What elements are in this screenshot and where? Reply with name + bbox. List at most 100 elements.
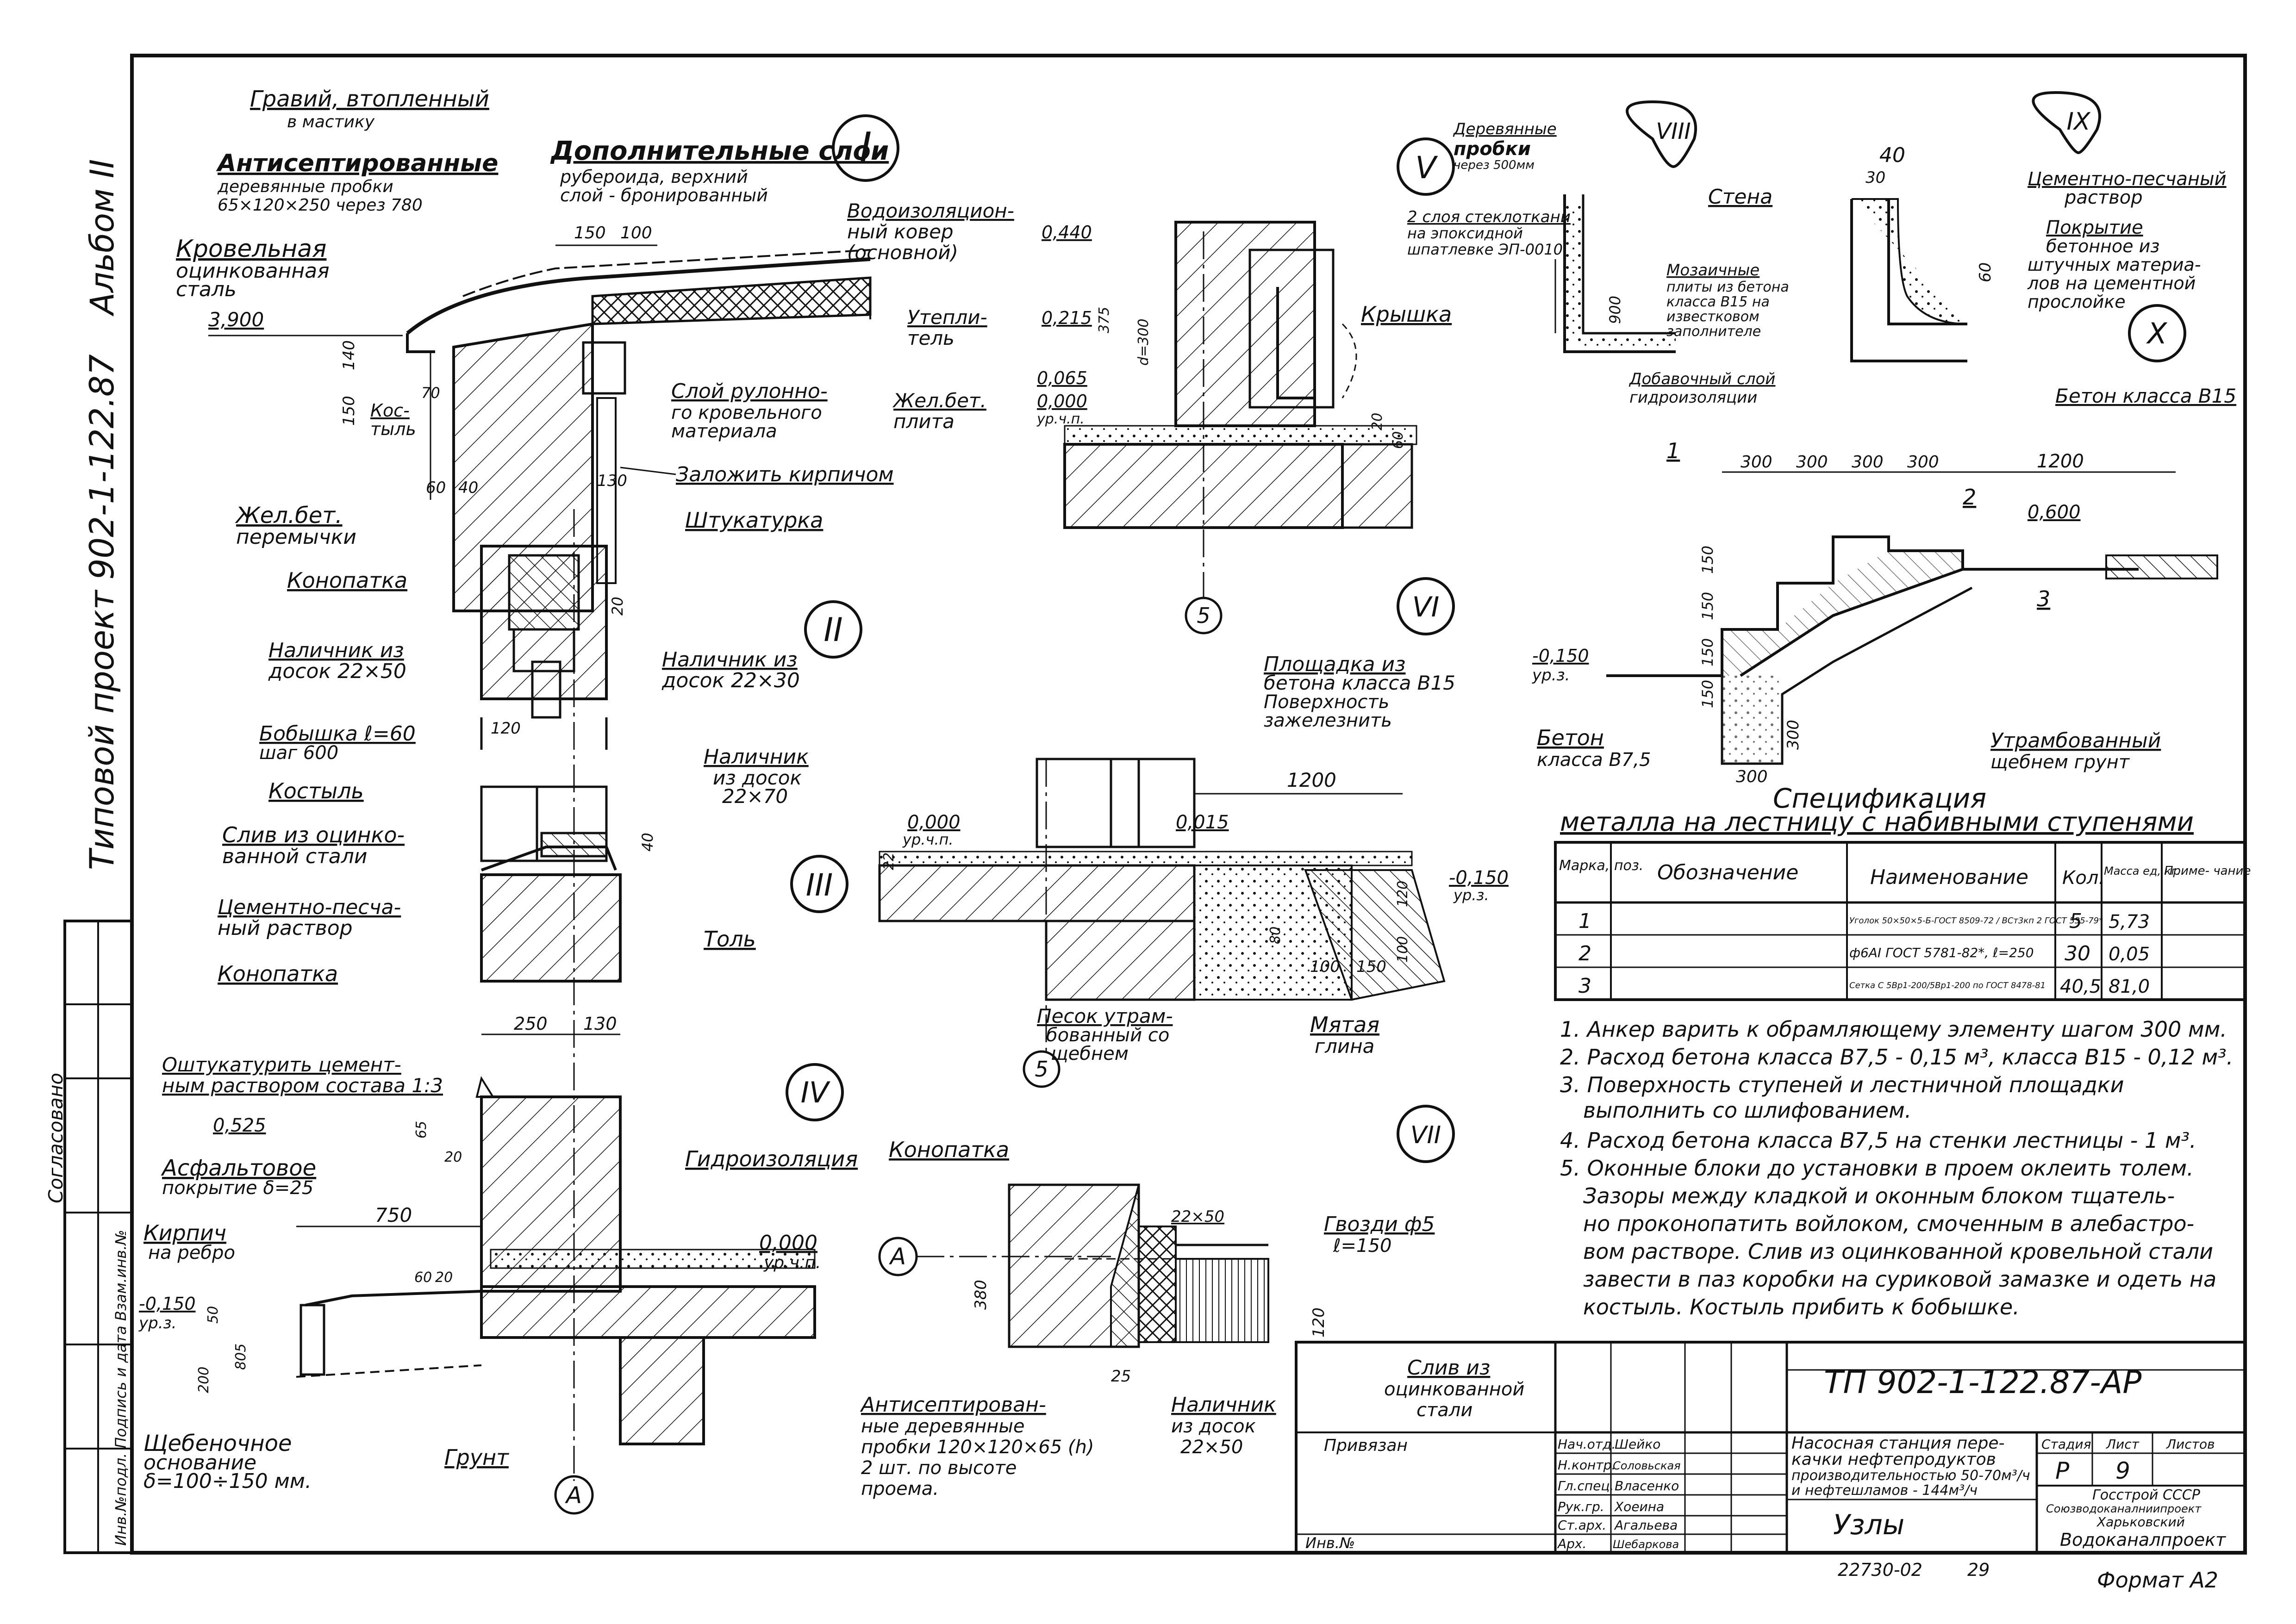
n1-plugs: Антисептированные <box>216 149 498 177</box>
n5-fiber3: шпатлевке ЭП-0010 <box>1407 241 1563 258</box>
n3-mortar: Цементно-песча- <box>218 896 401 919</box>
n2-d120: 120 <box>491 719 521 738</box>
stamp-org-4: Водоканалпроект <box>2060 1530 2227 1550</box>
n5-d20: 20 <box>1369 413 1385 430</box>
n3-boss2: шаг 600 <box>259 742 338 764</box>
stamp-drawing-name: Узлы <box>1833 1509 1904 1541</box>
spec-row2-qty: 30 <box>2065 942 2090 965</box>
n5-d300: d=300 <box>1136 319 1152 366</box>
n4-lvl525: 0,525 <box>213 1115 266 1136</box>
n4-lvl150b: ур.з. <box>138 1314 176 1332</box>
n4-gravel3: δ=100÷150 мм. <box>144 1469 312 1493</box>
n10-d300e: 300 <box>1784 720 1803 750</box>
n10-d300c: 300 <box>1852 453 1884 472</box>
n3-d130: 130 <box>583 1014 617 1034</box>
title-block <box>1295 1341 2246 1554</box>
n4-plaster: Оштукатурить цемент- <box>162 1053 401 1076</box>
n4-gravel2: основание <box>144 1451 256 1475</box>
spec-header-mark: Марка, поз. <box>1559 858 1643 874</box>
n9-d60: 60 <box>1976 262 1995 282</box>
n6-d015: 0,015 <box>1176 812 1229 833</box>
n9-d40: 40 <box>1879 143 1905 167</box>
n1-carpet: Водоизоляцион- <box>847 199 1014 222</box>
footer-number: 22730-02 <box>1838 1560 1922 1580</box>
n7-d25: 25 <box>1111 1367 1131 1386</box>
n8-addlayer: Добавочный слой <box>1628 370 1775 388</box>
n10-ground: Утрамбованный <box>1990 729 2161 753</box>
n1-plugs3: 65×120×250 через 780 <box>218 196 423 215</box>
spec-row3-qty: 40,5 <box>2060 976 2101 997</box>
n8-tiles3: класса В15 на <box>1666 294 1770 310</box>
stamp-org-1: Госстрой СССР <box>2092 1487 2201 1503</box>
stamp-role-5: Ст.арх. <box>1558 1518 1606 1533</box>
n7-drip2: оцинкованной <box>1384 1379 1524 1400</box>
n5-lvl000b: ур.ч.п. <box>1036 411 1085 427</box>
stamp-stage: Р <box>2055 1457 2070 1484</box>
n4-plaster2: ным раствором состава 1:3 <box>162 1074 443 1097</box>
note-4: 4. Расход бетона класса В7,5 на стенки л… <box>1560 1128 2196 1153</box>
stamp-name-4: Хоеина <box>1614 1499 1664 1514</box>
n7-drip: Слив из <box>1407 1356 1490 1380</box>
n10-p3: 3 <box>2037 586 2050 611</box>
n10-concrete: Бетон класса В15 <box>2055 385 2236 407</box>
stamp-inv: Инв.№ <box>1305 1534 1355 1552</box>
spec-row1-name: Уголок 50×50×5-Б-ГОСТ 8509-72 / ВСт3кп 2… <box>1849 916 2103 926</box>
spec-row2-mark: 2 <box>1578 942 1591 965</box>
n3-mortar2: ный раствор <box>218 916 353 940</box>
n1-d40: 40 <box>458 479 478 497</box>
stamp-name-6: Шебаркова <box>1613 1538 1679 1551</box>
axis-marker-a <box>554 1475 594 1515</box>
n9-mortar: Цементно-песчаный <box>2028 168 2227 190</box>
n2-lintels2: перемычки <box>236 525 356 549</box>
note-2: 2. Расход бетона класса В7,5 - 0,15 м³, … <box>1560 1045 2233 1070</box>
n9-cover3: штучных материа- <box>2028 255 2201 275</box>
n3-trim: Наличник <box>704 745 809 769</box>
node-9-marker <box>2032 91 2101 155</box>
note-5b: Зазоры между кладкой и оконным блоком тщ… <box>1583 1183 2175 1208</box>
n1-slab: Жел.бет. <box>892 389 986 412</box>
node-4-label: IV <box>801 1076 831 1109</box>
n3-boss: Бобышка ℓ=60 <box>259 722 416 746</box>
n6-d80: 80 <box>1267 927 1284 944</box>
n3-drip2: ванной стали <box>222 845 367 868</box>
n8-tiles4: известковом <box>1666 309 1759 325</box>
spec-header-designation: Обозначение <box>1657 861 1798 884</box>
node-2-drawing <box>480 545 608 750</box>
n3-trim3: 22×70 <box>722 785 788 808</box>
node-7-label: VII <box>1410 1121 1441 1149</box>
n5-plugs: Деревянные <box>1453 120 1557 138</box>
n10-lvl600: 0,600 <box>2028 502 2081 523</box>
n5-d375: 375 <box>1096 307 1112 333</box>
n1-d130: 130 <box>597 472 627 490</box>
node-8-drawing <box>1554 194 1676 353</box>
n1-insul: Утепли- <box>907 306 987 329</box>
node-1-label: I <box>860 124 872 172</box>
node-5-drawing <box>1063 221 1417 529</box>
n1-slab2: плита <box>893 410 955 433</box>
node-6-drawing <box>878 758 1446 1001</box>
axis-marker-6 <box>1023 1050 1061 1088</box>
n4-lvl150: -0,150 <box>139 1294 196 1314</box>
node-4-drawing <box>296 1076 816 1445</box>
note-5f: костыль. Костыль прибить к бобышке. <box>1583 1294 2020 1319</box>
n6-d100b: 100 <box>1310 958 1340 976</box>
note-3b: выполнить со шлифованием. <box>1583 1098 1911 1123</box>
n1-carpet2: ный ковер <box>847 220 954 243</box>
node-2-marker <box>804 600 862 659</box>
stamp-role-2: Н.контр. <box>1558 1457 1616 1473</box>
stamp-title-2: качки нефтепродуктов <box>1791 1450 1996 1469</box>
n10-p2: 2 <box>1963 485 1976 510</box>
agreed-side-label: Согласовано <box>44 1073 67 1203</box>
stamp-sheet: 9 <box>2115 1457 2130 1484</box>
n5-fiber2: на эпоксидной <box>1407 224 1523 242</box>
n6-pad4: зажелезнить <box>1264 710 1392 731</box>
n4-lvl0: 0,000 <box>759 1231 817 1255</box>
n6-d1200: 1200 <box>1287 769 1336 791</box>
n1-d140: 140 <box>340 340 358 370</box>
footer-format: Формат А2 <box>2097 1568 2218 1593</box>
spec-row1-mass: 5,73 <box>2109 911 2150 933</box>
stamp-name-2: Соловьская <box>1613 1459 1681 1472</box>
axis-label-6: 5 <box>1035 1057 1048 1082</box>
n9-d30: 30 <box>1866 168 1885 187</box>
n1-d150: 150 <box>574 224 606 243</box>
